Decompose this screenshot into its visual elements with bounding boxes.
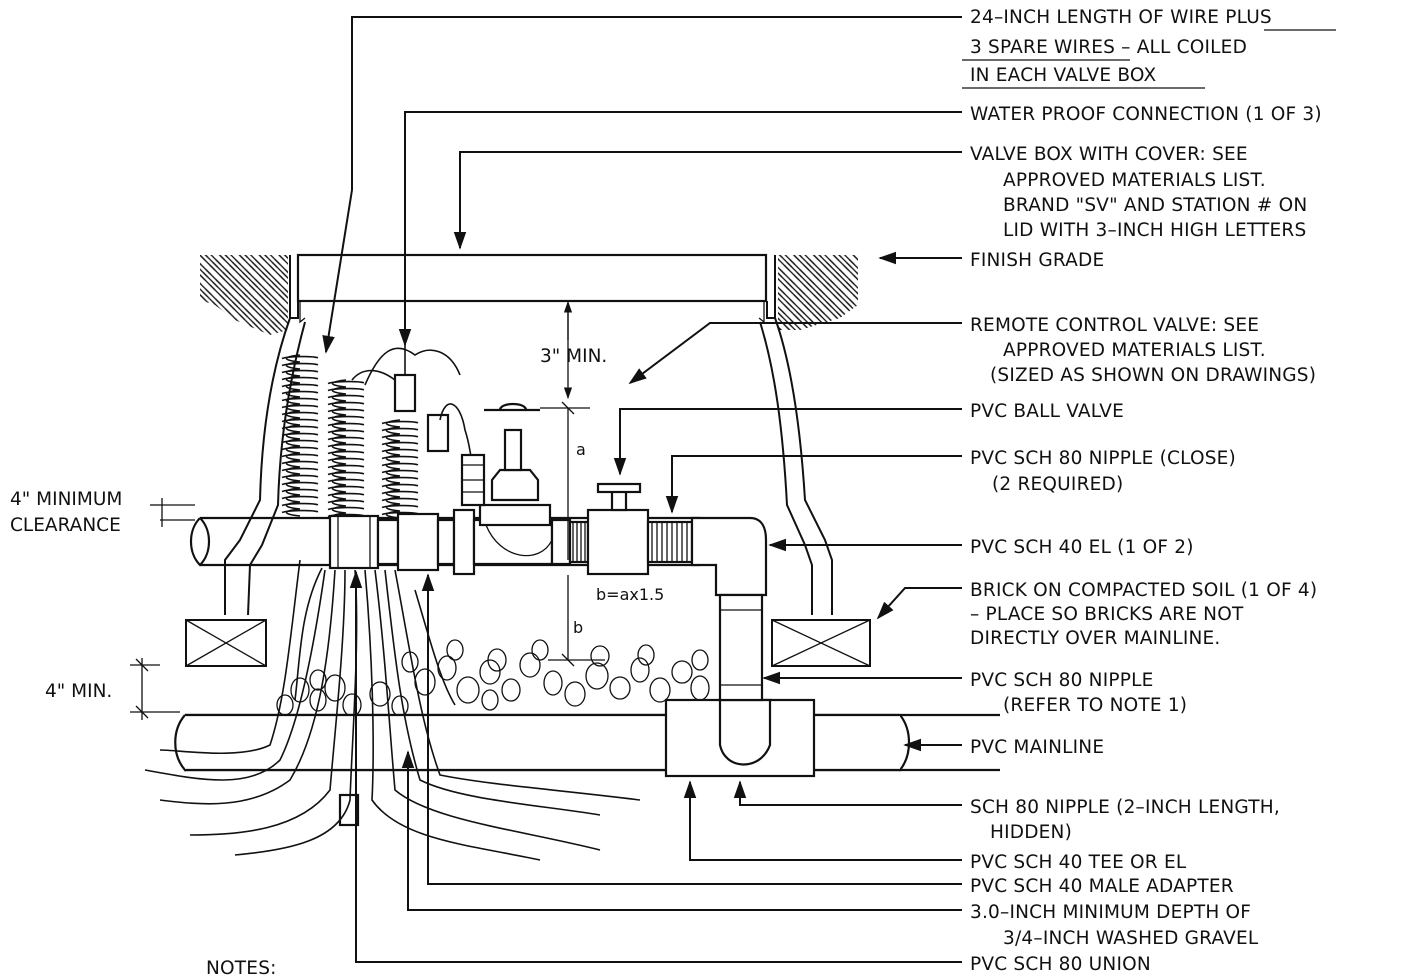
notes-heading: NOTES:	[206, 958, 277, 976]
callout-rcv-3: (SIZED AS SHOWN ON DRAWINGS)	[990, 365, 1316, 386]
callout-ball-valve: PVC BALL VALVE	[970, 401, 1124, 422]
callout-gravel-2: 3/4–INCH WASHED GRAVEL	[1003, 928, 1259, 949]
callout-water-proof: WATER PROOF CONNECTION (1 OF 3)	[970, 104, 1322, 125]
callout-male-adapter: PVC SCH 40 MALE ADAPTER	[970, 876, 1234, 897]
callout-valve-box-2: APPROVED MATERIALS LIST.	[1003, 170, 1266, 191]
callout-mainline: PVC MAINLINE	[970, 737, 1104, 758]
dimension-lines	[130, 300, 605, 720]
callout-el: PVC SCH 40 EL (1 OF 2)	[970, 537, 1194, 558]
callout-gravel-1: 3.0–INCH MINIMUM DEPTH OF	[970, 902, 1251, 923]
callout-brick-3: DIRECTLY OVER MAINLINE.	[970, 628, 1221, 649]
callout-tee: PVC SCH 40 TEE OR EL	[970, 852, 1187, 873]
dimension-labels: 4" MINIMUM CLEARANCE 4" MIN. 3" MIN. a b…	[10, 346, 664, 702]
callout-valve-box-1: VALVE BOX WITH COVER: SEE	[970, 144, 1248, 165]
min-3-label: 3" MIN.	[540, 346, 607, 367]
callout-rcv-1: REMOTE CONTROL VALVE: SEE	[970, 315, 1259, 336]
min-4-label: 4" MIN.	[45, 681, 112, 702]
valve-assembly	[189, 402, 768, 702]
min-clearance-label-2: CLEARANCE	[10, 515, 121, 536]
callout-valve-box-4: LID WITH 3–INCH HIGH LETTERS	[1003, 220, 1306, 241]
leader-lines	[322, 16, 962, 963]
callout-wire-length-2: 3 SPARE WIRES – ALL COILED	[970, 37, 1247, 58]
waterproof-connector	[338, 793, 360, 827]
dim-a-label: a	[576, 440, 586, 459]
waterproof-connector	[393, 373, 417, 413]
callout-rcv-2: APPROVED MATERIALS LIST.	[1003, 340, 1266, 361]
callout-brick-1: BRICK ON COMPACTED SOIL (1 OF 4)	[970, 580, 1317, 601]
callout-close-nipple-1: PVC SCH 80 NIPPLE (CLOSE)	[970, 448, 1236, 469]
callout-valve-box-3: BRAND "SV" AND STATION # ON	[1003, 195, 1307, 216]
waterproof-connector	[426, 413, 450, 453]
callout-union: PVC SCH 80 UNION	[970, 954, 1151, 975]
dim-b-label: b	[573, 618, 583, 637]
callout-wire-length-3: IN EACH VALVE BOX	[970, 65, 1156, 86]
callout-finish-grade: FINISH GRADE	[970, 250, 1104, 271]
min-clearance-label-1: 4" MINIMUM	[10, 489, 122, 510]
callout-labels: 24–INCH LENGTH OF WIRE PLUS 3 SPARE WIRE…	[962, 7, 1336, 975]
callout-close-nipple-2: (2 REQUIRED)	[992, 474, 1123, 495]
callout-hidden-nipple-1: SCH 80 NIPPLE (2–INCH LENGTH,	[970, 797, 1280, 818]
dim-b-formula: b=ax1.5	[596, 585, 664, 604]
finish-grade-soil	[200, 255, 858, 335]
callout-nipple-note-2: (REFER TO NOTE 1)	[1003, 695, 1187, 716]
wire-coils	[281, 345, 473, 827]
bricks	[185, 619, 871, 667]
callout-wire-length: 24–INCH LENGTH OF WIRE PLUS	[970, 7, 1272, 28]
callout-nipple-note-1: PVC SCH 80 NIPPLE	[970, 670, 1154, 691]
callout-hidden-nipple-2: HIDDEN)	[990, 822, 1072, 843]
valve-box-body	[224, 253, 833, 616]
callout-brick-2: – PLACE SO BRICKS ARE NOT	[970, 604, 1244, 625]
